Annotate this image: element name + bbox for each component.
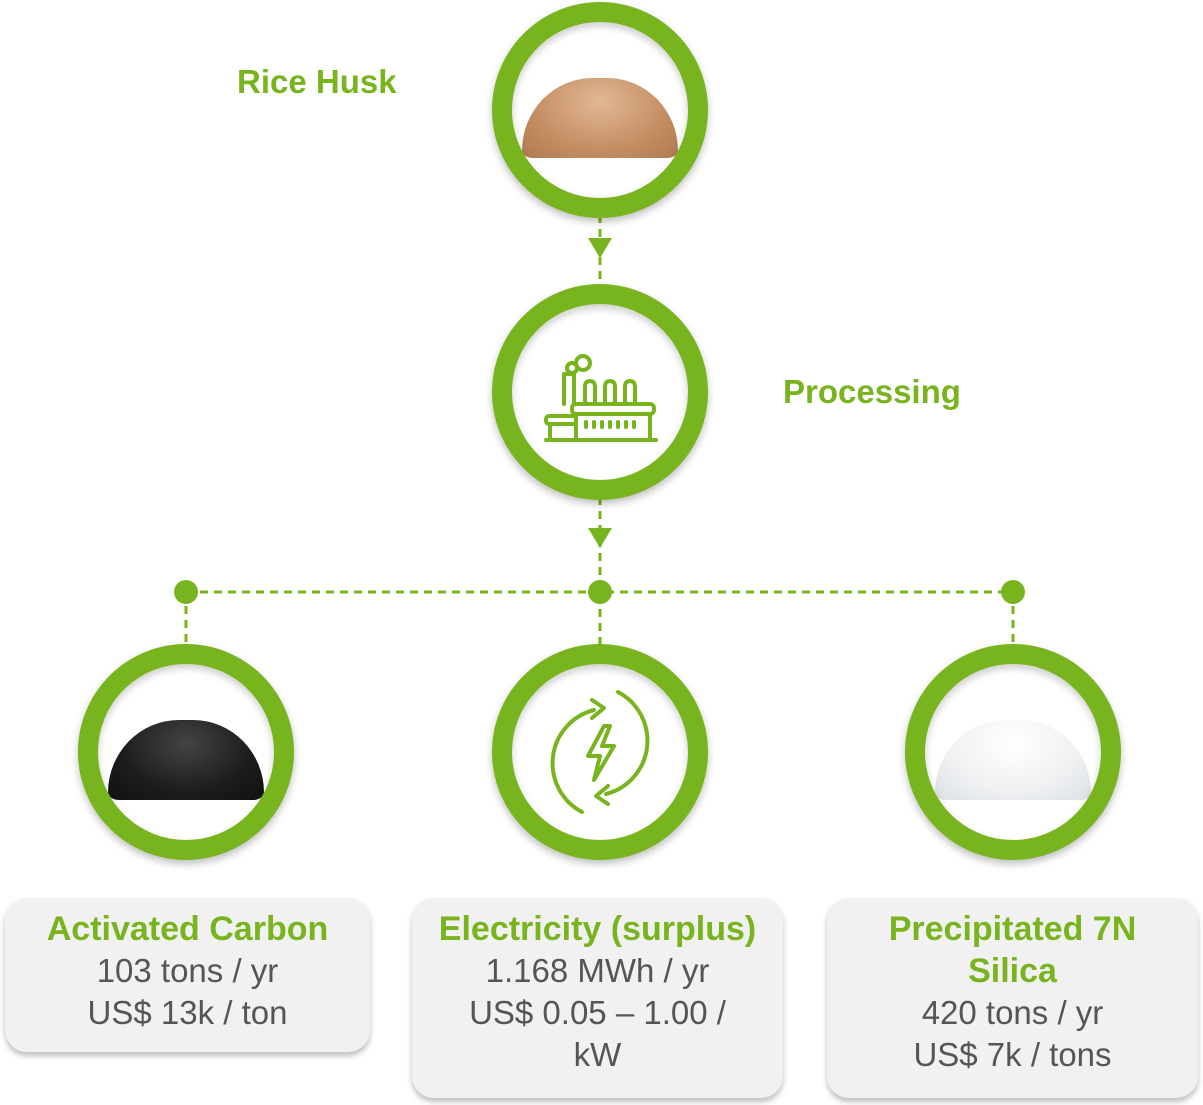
output-price: US$ 7k / tons — [913, 1036, 1112, 1073]
processing-label: Processing — [783, 373, 961, 410]
electricity-cycle-icon — [550, 690, 650, 814]
junction-dot — [588, 580, 612, 604]
output-price-unit: kW — [573, 1036, 622, 1073]
rice-husk-circle — [492, 2, 708, 218]
factory-icon — [544, 354, 658, 442]
output-title: Precipitated 7N Silica — [888, 910, 1137, 990]
processing-circle — [492, 284, 708, 500]
output-card-silica: Precipitated 7N Silica 420 tons / yr US$… — [827, 898, 1198, 1098]
output-quantity: 1.168 MWh / yr — [485, 952, 710, 989]
rice-husk-label: Rice Husk — [237, 63, 397, 100]
output-title: Electricity (surplus) — [438, 910, 757, 948]
output-title: Activated Carbon — [46, 910, 329, 948]
junction-dot — [1001, 580, 1025, 604]
silica-circle — [905, 644, 1121, 860]
activated-carbon-circle — [78, 644, 294, 860]
output-price: US$ 13k / ton — [87, 994, 288, 1031]
output-price: US$ 0.05 – 1.00 / — [469, 994, 726, 1031]
arrow-down-icon — [588, 238, 612, 258]
electricity-circle — [492, 644, 708, 860]
junction-dot — [174, 580, 198, 604]
arrow-down-icon — [588, 528, 612, 548]
output-card-electricity: Electricity (surplus) 1.168 MWh / yr US$… — [412, 898, 783, 1098]
output-quantity: 103 tons / yr — [96, 952, 279, 989]
output-card-activated-carbon: Activated Carbon 103 tons / yr US$ 13k /… — [5, 898, 370, 1052]
output-quantity: 420 tons / yr — [921, 994, 1104, 1031]
